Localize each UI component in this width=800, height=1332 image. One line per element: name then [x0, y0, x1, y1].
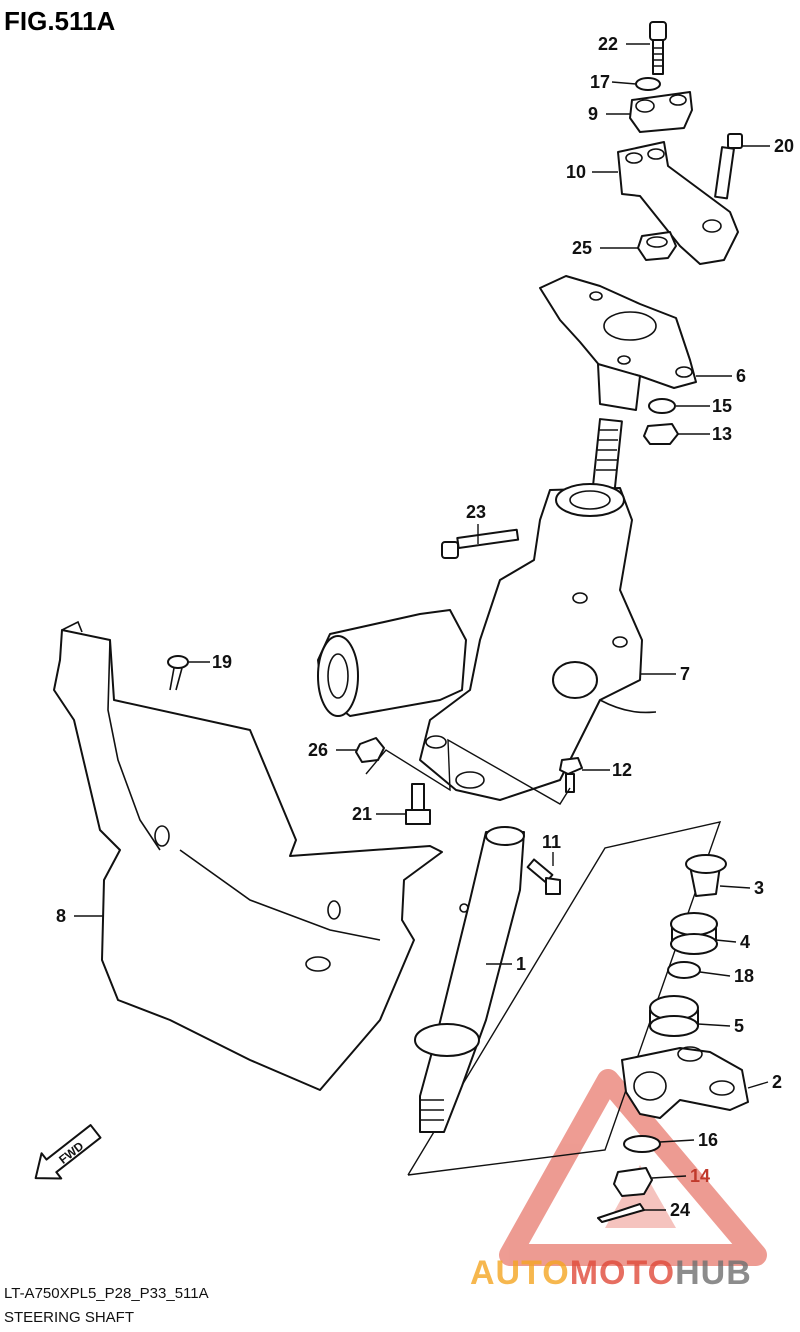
- callout-20: 20: [774, 136, 794, 156]
- eps-motor: [317, 609, 467, 717]
- callout-19: 19: [212, 652, 232, 672]
- footer-caption: STEERING SHAFT: [4, 1309, 134, 1326]
- part-13-nut: [643, 423, 679, 445]
- callout-13: 13: [712, 424, 732, 444]
- fwd-arrow-icon: FWD: [34, 1124, 102, 1180]
- part-4-bearing: [670, 912, 718, 955]
- callout-6: 6: [736, 366, 746, 386]
- part-20-bolt: [714, 133, 743, 200]
- footer-model-code: LT-A750XPL5_P28_P33_511A: [4, 1285, 209, 1302]
- part-17-washer: [635, 77, 661, 91]
- callout-7: 7: [680, 664, 690, 684]
- leader-lines: [74, 43, 770, 1211]
- part-12-bolt: [559, 757, 583, 793]
- callout-16: 16: [698, 1130, 718, 1150]
- assembly-boundary: [407, 821, 722, 1176]
- part-6-upper-bracket: [539, 275, 697, 411]
- callout-14: 14: [690, 1166, 710, 1186]
- callout-5: 5: [734, 1016, 744, 1036]
- svg-text:AUTOMOTOHUB: AUTOMOTOHUB: [470, 1254, 752, 1292]
- part-5-bearing: [649, 995, 699, 1037]
- callout-22: 22: [598, 34, 618, 54]
- part-1-shaft: [414, 826, 525, 1133]
- callout-2: 2: [772, 1072, 782, 1092]
- callout-1: 1: [516, 954, 526, 974]
- part-3-bushing: [685, 854, 727, 897]
- callout-15: 15: [712, 396, 732, 416]
- part-8-cover: [53, 620, 443, 1091]
- callout-4: 4: [740, 932, 750, 952]
- part-2-pitman-arm: [621, 1046, 749, 1119]
- callout-9: 9: [588, 104, 598, 124]
- part-15-washer: [648, 398, 676, 414]
- part-7-eps-housing: [419, 483, 657, 801]
- callout-8: 8: [56, 906, 66, 926]
- part-19-clip: [167, 655, 189, 691]
- part-9-clamp: [629, 91, 693, 133]
- part-11-bolt: [526, 858, 561, 895]
- callout-21: 21: [352, 804, 372, 824]
- column-shaft-top: [591, 418, 623, 498]
- callout-26: 26: [308, 740, 328, 760]
- callout-25: 25: [572, 238, 592, 258]
- part-16-washer: [623, 1135, 661, 1153]
- part-23-bolt: [441, 528, 520, 559]
- callout-12: 12: [612, 760, 632, 780]
- callout-3: 3: [754, 878, 764, 898]
- watermark-moto: MOTO: [570, 1254, 675, 1292]
- figure-title: FIG.511A: [4, 6, 115, 36]
- callout-11: 11: [542, 832, 561, 852]
- callout-10: 10: [566, 162, 586, 182]
- callout-17: 17: [590, 72, 610, 92]
- watermark-auto: AUTO: [470, 1254, 570, 1292]
- watermark-hub: HUB: [675, 1254, 752, 1292]
- part-21-bolt: [405, 783, 431, 825]
- callout-18: 18: [734, 966, 754, 986]
- part-14-nut: [613, 1167, 653, 1197]
- automotohub-watermark: AUTOMOTOHUB: [470, 1254, 752, 1292]
- callout-24: 24: [670, 1200, 690, 1220]
- callout-23: 23: [466, 502, 486, 522]
- part-22-bolt: [649, 21, 667, 75]
- callouts: 22 17 9 10 20 25 6 15 13 23 7 19 26 21 1…: [56, 34, 794, 1220]
- part-25-nut: [637, 231, 677, 261]
- part-10-bracket: [617, 141, 739, 265]
- part-18-o-ring: [667, 961, 701, 979]
